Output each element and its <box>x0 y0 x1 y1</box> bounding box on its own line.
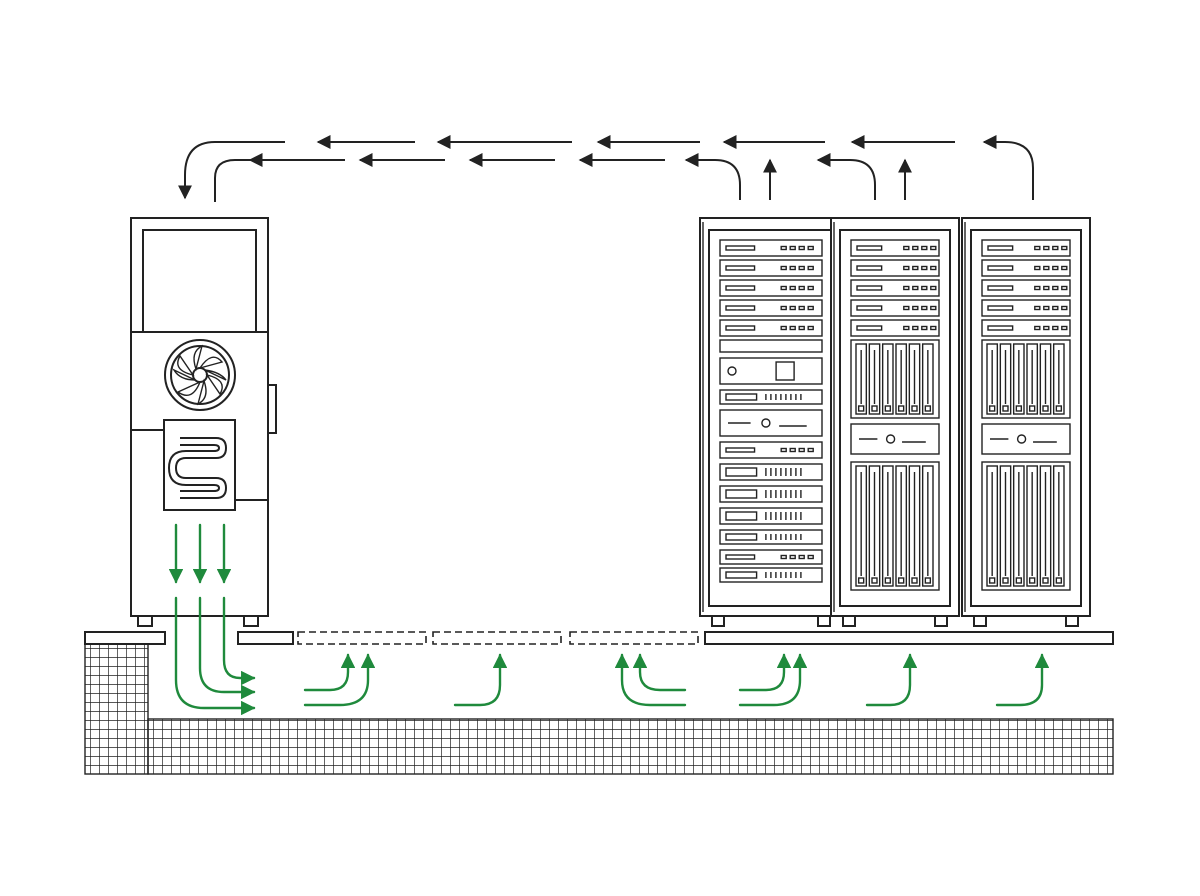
perforated-tile <box>297 631 427 645</box>
server-racks <box>699 217 1091 627</box>
cool-air-down-arrows <box>168 523 232 584</box>
supply-arrow <box>865 653 918 707</box>
supply-arrow <box>303 653 376 707</box>
supply-arrow <box>198 596 256 700</box>
return-arrow <box>214 159 290 202</box>
cooling-coil-icon <box>131 419 268 511</box>
server-rack <box>830 217 960 627</box>
supply-arrow <box>632 653 687 692</box>
supply-arrow <box>738 653 808 707</box>
raised-floor <box>84 631 1114 645</box>
supply-arrow <box>303 653 356 692</box>
return-arrow <box>684 153 741 200</box>
supply-arrow <box>174 596 256 716</box>
underfloor-plenum <box>84 643 1114 775</box>
fan-icon <box>164 339 236 411</box>
supply-arrow <box>995 653 1050 707</box>
crac-unit <box>130 217 277 627</box>
hot-air-return-arrows <box>178 135 1034 202</box>
cold-air-supply-arrows <box>174 596 1050 716</box>
supply-arrow <box>614 653 687 707</box>
return-arrow <box>816 153 876 200</box>
server-rack <box>699 217 843 627</box>
supply-arrow <box>222 596 256 686</box>
return-arrow <box>178 141 285 200</box>
perforated-tile <box>432 631 562 645</box>
supply-arrow <box>738 653 792 692</box>
server-rack <box>961 217 1091 627</box>
crac-side-handle <box>267 384 277 434</box>
return-arrow <box>982 135 1034 200</box>
supply-arrow <box>453 653 508 707</box>
perforated-tile <box>569 631 699 645</box>
